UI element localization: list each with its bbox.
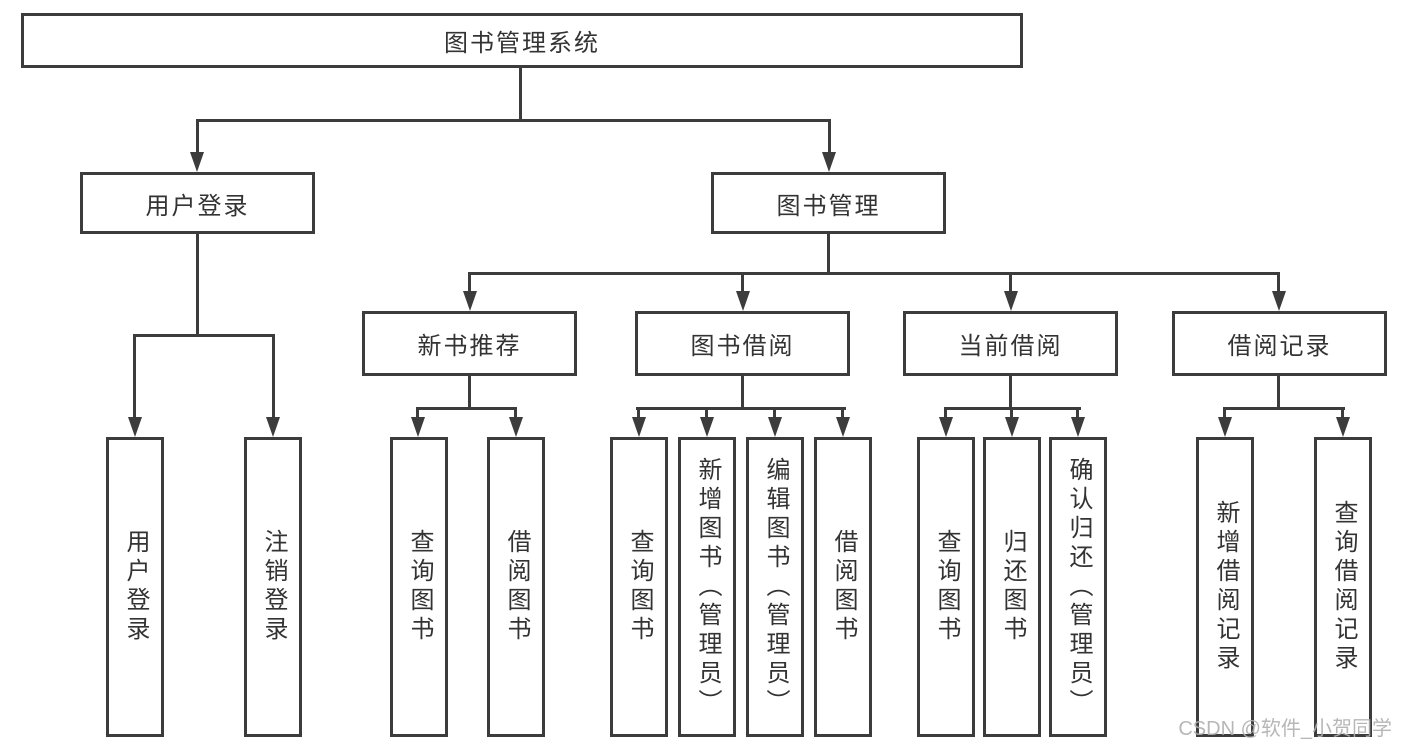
arrow-down-icon [128,417,142,437]
leaf-logout: 注销登录 [244,437,302,737]
leaf-label: 查询图书 [933,529,960,645]
arrow-down-icon [836,417,850,437]
node-new-book-recommendation: 新书推荐 [362,311,577,376]
node-book-management: 图书管理 [711,172,946,234]
connector-line [196,234,199,337]
leaf-user-login: 用户登录 [106,437,164,737]
connector-line [1277,272,1280,293]
connector-line [944,407,947,419]
leaf-label: 查询图书 [406,529,433,645]
node-user-login: 用户登录 [80,172,315,234]
connector-line [1223,407,1226,419]
arrow-down-icon [768,417,782,437]
leaf-label: 新增图书（管理员） [694,456,721,718]
connector-line [773,407,776,419]
connector-line [1277,376,1280,410]
arrow-down-icon [190,152,204,172]
node-borrowing-records: 借阅记录 [1172,311,1387,376]
leaf-add-books-admin: 新增图书（管理员） [678,437,736,737]
connector-line [1341,407,1344,419]
connector-line [519,68,522,121]
arrow-down-icon [939,417,953,437]
connector-line [705,407,708,419]
connector-line [468,272,471,293]
connector-line [468,376,471,410]
leaf-add-borrow-record: 新增借阅记录 [1196,437,1254,737]
leaf-confirm-return-admin: 确认归还（管理员） [1049,437,1107,737]
arrow-down-icon [266,417,280,437]
connector-line [741,376,744,410]
leaf-label: 确认归还（管理员） [1065,456,1092,718]
leaf-label: 编辑图书（管理员） [762,456,789,718]
connector-line [637,407,640,419]
connector-line [1223,407,1345,410]
leaf-label: 借阅图书 [503,529,530,645]
connector-line [416,407,419,419]
arrow-down-icon [632,417,646,437]
arrow-down-icon [463,291,477,311]
arrow-down-icon [1004,291,1018,311]
leaf-return-books: 归还图书 [983,437,1041,737]
leaf-query-books-1: 查询图书 [390,437,448,737]
leaf-label: 借阅图书 [830,529,857,645]
leaf-edit-books-admin: 编辑图书（管理员） [746,437,804,737]
connector-line [741,272,744,293]
connector-line [1009,376,1012,410]
leaf-label: 归还图书 [999,529,1026,645]
connector-line [841,407,844,419]
arrow-down-icon [411,417,425,437]
arrow-down-icon [509,417,523,437]
arrow-down-icon [1272,291,1286,311]
connector-line [468,272,1280,275]
arrow-down-icon [1336,417,1350,437]
arrow-down-icon [736,291,750,311]
connector-line [514,407,517,419]
leaf-label: 用户登录 [122,529,149,645]
leaf-query-books-2: 查询图书 [610,437,668,737]
node-book-borrowing: 图书借阅 [635,311,850,376]
leaf-query-borrow-record: 查询借阅记录 [1314,437,1372,737]
leaf-borrow-books-2: 借阅图书 [814,437,872,737]
connector-line [1076,407,1079,419]
arrow-down-icon [1218,417,1232,437]
csdn-watermark: CSDN @软件_小贺同学 [1178,718,1392,740]
connector-line [416,407,517,410]
leaf-label: 查询图书 [626,529,653,645]
connector-line [272,334,275,419]
leaf-query-books-3: 查询图书 [917,437,975,737]
leaf-label: 注销登录 [260,529,287,645]
connector-line [1010,407,1013,419]
arrow-down-icon [1005,417,1019,437]
connector-line [1009,272,1012,293]
node-current-borrowing: 当前借阅 [903,311,1118,376]
leaf-borrow-books-1: 借阅图书 [487,437,545,737]
connector-line [828,119,831,153]
leaf-label: 新增借阅记录 [1212,500,1239,674]
leaf-label: 查询借阅记录 [1330,500,1357,674]
connector-line [133,334,275,337]
connector-line [196,119,831,122]
arrow-down-icon [700,417,714,437]
connector-line [636,407,846,410]
connector-line [133,334,136,419]
arrow-down-icon [822,152,836,172]
arrow-down-icon [1071,417,1085,437]
connector-line [196,119,199,153]
node-library-management-system: 图书管理系统 [21,13,1023,68]
connector-line [827,234,830,275]
